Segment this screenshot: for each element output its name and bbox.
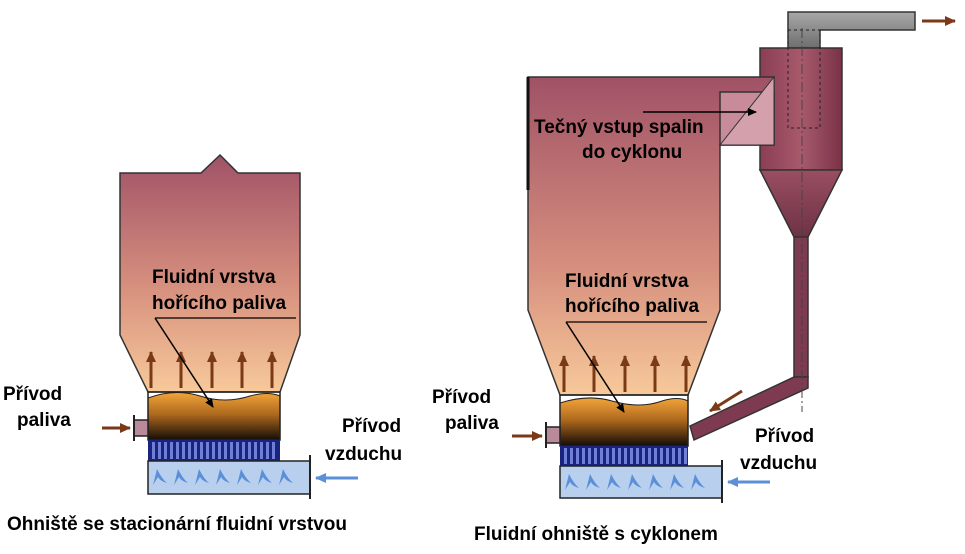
right-air-box <box>559 465 723 499</box>
left-air-label-line1: Přívod <box>342 416 401 437</box>
air-swirl-icon <box>237 469 251 485</box>
grid-slot <box>254 442 257 459</box>
grid-slot <box>660 448 663 464</box>
grid-slot <box>218 442 221 459</box>
right-air-swirls <box>565 474 705 490</box>
right-heat-arrows <box>559 355 691 392</box>
right-return-leg <box>793 236 809 378</box>
left-fuel-label-line2: paliva <box>17 410 71 431</box>
grid-slot <box>678 448 681 464</box>
right-fuel-pipe <box>545 426 561 444</box>
grid-slot <box>654 448 657 464</box>
grid-slot <box>624 448 627 464</box>
grid-slot <box>248 442 251 459</box>
right-return-bend <box>689 376 809 442</box>
grid-slot <box>606 448 609 464</box>
grid-slot <box>260 442 263 459</box>
air-swirl-icon <box>670 474 684 490</box>
grid-slot <box>588 448 591 464</box>
right-grid-slots <box>564 448 687 464</box>
right-air-label-line1: Přívod <box>755 426 814 447</box>
grid-slot <box>170 442 173 459</box>
left-bed-label-line2: hořícího paliva <box>152 293 287 314</box>
grid-slot <box>206 442 209 459</box>
left-air-label-line2: vzduchu <box>325 444 402 465</box>
grid-slot <box>582 448 585 464</box>
grid-slot <box>242 442 245 459</box>
air-swirl-icon <box>153 469 167 485</box>
grid-slot <box>672 448 675 464</box>
left-air-swirls <box>153 469 293 485</box>
air-swirl-icon <box>691 474 705 490</box>
grid-slot <box>600 448 603 464</box>
right-bed-label-line1: Fluidní vrstva <box>565 271 689 292</box>
air-swirl-icon <box>586 474 600 490</box>
grid-slot <box>164 442 167 459</box>
right-caption: Fluidní ohniště s cyklonem <box>474 524 718 545</box>
left-fuel-label-line1: Přívod <box>3 384 62 405</box>
air-swirl-icon <box>279 469 293 485</box>
right-vortex-finder <box>787 29 821 129</box>
grid-slot <box>594 448 597 464</box>
grid-slot <box>636 448 639 464</box>
right-fuel-label-line2: paliva <box>445 413 499 434</box>
air-swirl-icon <box>628 474 642 490</box>
grid-slot <box>212 442 215 459</box>
right-bed-label-line2: hořícího paliva <box>565 296 700 317</box>
grid-slot <box>648 448 651 464</box>
air-swirl-icon <box>607 474 621 490</box>
right-fuel-label-line1: Přívod <box>432 387 491 408</box>
grid-slot <box>576 448 579 464</box>
grid-slot <box>266 442 269 459</box>
grid-slot <box>612 448 615 464</box>
right-recycle-arrow <box>709 389 743 413</box>
grid-slot <box>224 442 227 459</box>
right-cyclone-cone <box>758 169 844 238</box>
grid-slot <box>230 442 233 459</box>
air-swirl-icon <box>649 474 663 490</box>
right-inlet-wedge <box>718 75 775 146</box>
grid-slot <box>684 448 687 464</box>
left-bed-label-line1: Fluidní vrstva <box>152 267 276 288</box>
right-air-label-line2: vzduchu <box>740 453 817 474</box>
grid-slot <box>618 448 621 464</box>
left-caption: Ohniště se stacionární fluidní vrstvou <box>7 514 347 535</box>
grid-slot <box>630 448 633 464</box>
air-swirl-icon <box>195 469 209 485</box>
grid-slot <box>152 442 155 459</box>
right-furnace-diagram: Tečný vstup spalin do cyklonu Fluidní vr… <box>432 11 956 545</box>
right-bed-pointer-arrow <box>565 321 625 413</box>
air-swirl-icon <box>174 469 188 485</box>
grid-slot <box>272 442 275 459</box>
air-swirl-icon <box>216 469 230 485</box>
right-inlet-label-line1: Tečný vstup spalin <box>534 117 704 138</box>
right-fluid-bed <box>559 397 689 447</box>
grid-slot <box>176 442 179 459</box>
grid-slot <box>158 442 161 459</box>
grid-slot <box>200 442 203 459</box>
left-fuel-pipe <box>133 419 149 437</box>
grid-slot <box>642 448 645 464</box>
grid-slot <box>188 442 191 459</box>
right-inlet-label-line2: do cyklonu <box>582 142 682 163</box>
grid-slot <box>236 442 239 459</box>
left-fluid-bed <box>147 392 281 441</box>
air-swirl-icon <box>258 469 272 485</box>
grid-slot <box>182 442 185 459</box>
left-grid-slots <box>152 442 275 459</box>
grid-slot <box>666 448 669 464</box>
grid-slot <box>564 448 567 464</box>
air-swirl-icon <box>565 474 579 490</box>
grid-slot <box>570 448 573 464</box>
grid-slot <box>194 442 197 459</box>
left-furnace-diagram: Fluidní vrstva hořícího paliva Přívod pa… <box>3 153 402 535</box>
left-bed-pointer-arrow <box>154 317 214 408</box>
